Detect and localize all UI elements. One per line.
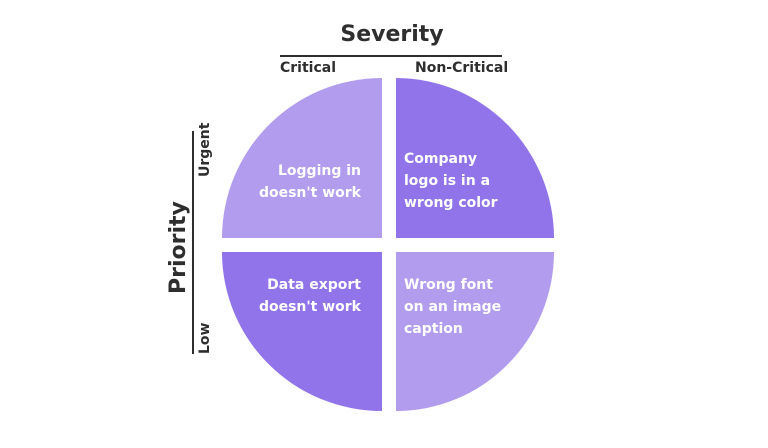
quadrant-low-non-critical: Wrong font on an image caption bbox=[396, 252, 554, 411]
row-label-urgent: Urgent bbox=[197, 122, 213, 177]
quadrant-text-line: Data export bbox=[267, 277, 361, 293]
row-label-low: Low bbox=[197, 322, 213, 354]
priority-title: Priority bbox=[166, 201, 191, 294]
quadrant-text-line: logo is in a bbox=[404, 173, 491, 189]
quadrant-urgent-critical: Logging in doesn't work bbox=[222, 78, 382, 238]
quadrant-text-line: doesn't work bbox=[258, 185, 361, 201]
severity-axis-line bbox=[280, 55, 502, 57]
quadrant-text-line: caption bbox=[404, 321, 463, 337]
column-label-non-critical: Non-Critical bbox=[415, 60, 509, 76]
quadrant-text-line: Logging in bbox=[277, 163, 361, 179]
quadrant-text-line: wrong color bbox=[404, 195, 498, 211]
column-label-critical: Critical bbox=[280, 60, 337, 76]
quadrant-low-critical: Data export doesn't work bbox=[222, 252, 382, 411]
quadrant-urgent-non-critical: Company logo is in a wrong color bbox=[396, 78, 554, 238]
severity-title: Severity bbox=[340, 22, 444, 47]
quadrant-text-line: Wrong font bbox=[404, 277, 493, 293]
quadrant-text-line: on an image bbox=[404, 299, 502, 315]
quadrant-text-line: doesn't work bbox=[258, 299, 361, 315]
priority-axis-line bbox=[192, 131, 194, 354]
quadrant-text-line: Company bbox=[404, 151, 478, 167]
